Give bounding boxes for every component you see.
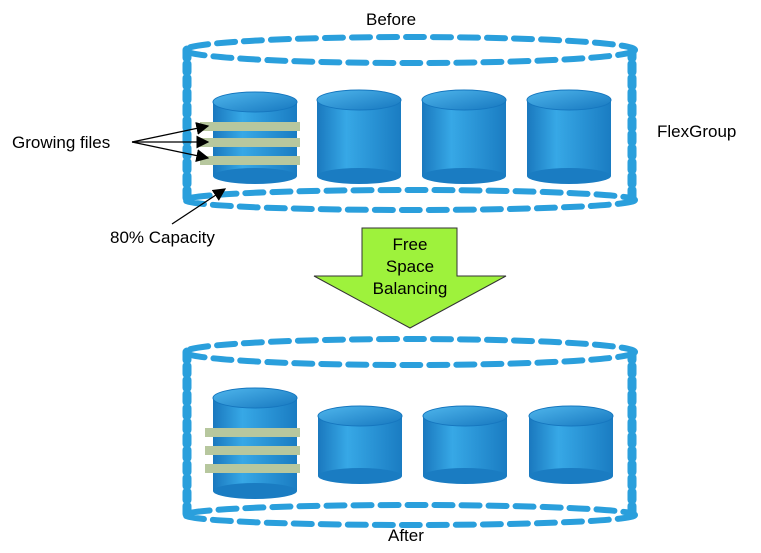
before-volume-2 (316, 89, 402, 184)
capacity-pointer (171, 188, 227, 225)
before-volume-1 (200, 91, 300, 184)
after-volume-2 (317, 405, 403, 484)
growing-files-pointers (131, 122, 210, 162)
arrow-text-line-3: Balancing (372, 279, 448, 298)
before-volume-3 (421, 89, 507, 184)
after-volume-1 (205, 387, 300, 499)
growing-files-label: Growing files (12, 133, 111, 152)
before-growing-file-bands (200, 122, 300, 165)
after-volume-4 (528, 405, 614, 484)
after-volume-3 (422, 405, 508, 484)
before-label: Before (366, 10, 417, 29)
arrow-text-line-2: Space (385, 257, 435, 276)
arrow-text-line-1: Free (392, 235, 428, 254)
before-volume-4 (526, 89, 612, 184)
flexgroup-label: FlexGroup (657, 122, 737, 141)
after-growing-file-bands (205, 428, 300, 473)
capacity-label: 80% Capacity (110, 228, 215, 247)
before-flexgroup (131, 34, 638, 225)
before-container-outline (182, 34, 638, 213)
after-flexgroup (182, 336, 638, 528)
after-container-outline (182, 336, 638, 528)
after-label: After (388, 526, 424, 545)
balancing-arrow (313, 227, 507, 329)
balancing-arrow-text: Free Space Balancing (360, 234, 460, 300)
